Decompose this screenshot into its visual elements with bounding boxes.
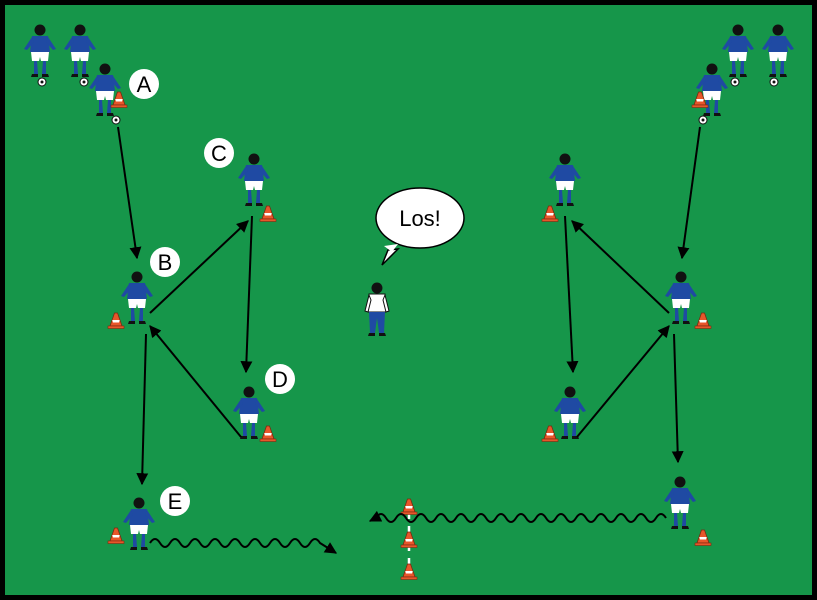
arrow-c-to-d-right: [564, 215, 579, 374]
label-b: B: [150, 247, 180, 277]
ball-icon: [698, 115, 708, 125]
left-side: A C B D E: [24, 24, 338, 554]
label-b-text: B: [158, 250, 173, 275]
ball-icon: [730, 77, 740, 87]
arrow-d-to-b-right: [576, 325, 670, 438]
label-a-text: A: [137, 72, 152, 97]
ball-icon: [79, 77, 89, 87]
label-d: D: [265, 364, 295, 394]
ball-icon: [37, 77, 47, 87]
label-a: A: [129, 69, 159, 99]
dribble-arrow-right: [368, 510, 667, 523]
label-e: E: [160, 486, 190, 516]
speech-text: Los!: [399, 206, 441, 231]
label-c-text: C: [211, 141, 227, 166]
arrow-b-to-c-right: [571, 220, 670, 314]
right-side: [368, 24, 794, 546]
dribble-arrow-left: [149, 538, 338, 554]
ball-icon: [111, 115, 121, 125]
label-d-text: D: [272, 367, 288, 392]
arrow-b-to-e: [136, 333, 149, 486]
center: Los!: [364, 187, 465, 580]
arrow-b-to-c: [149, 220, 249, 314]
ball-icon: [769, 77, 779, 87]
label-e-text: E: [168, 489, 183, 514]
arrow-c-to-d: [240, 215, 253, 374]
arrow-b-to-e-right: [671, 333, 684, 464]
arrow-a-to-b-right: [677, 126, 701, 260]
label-c: C: [204, 138, 234, 168]
arrow-a-to-b: [117, 126, 142, 260]
arrow-d-to-b: [149, 325, 242, 438]
speech-bubble: Los!: [375, 187, 465, 266]
